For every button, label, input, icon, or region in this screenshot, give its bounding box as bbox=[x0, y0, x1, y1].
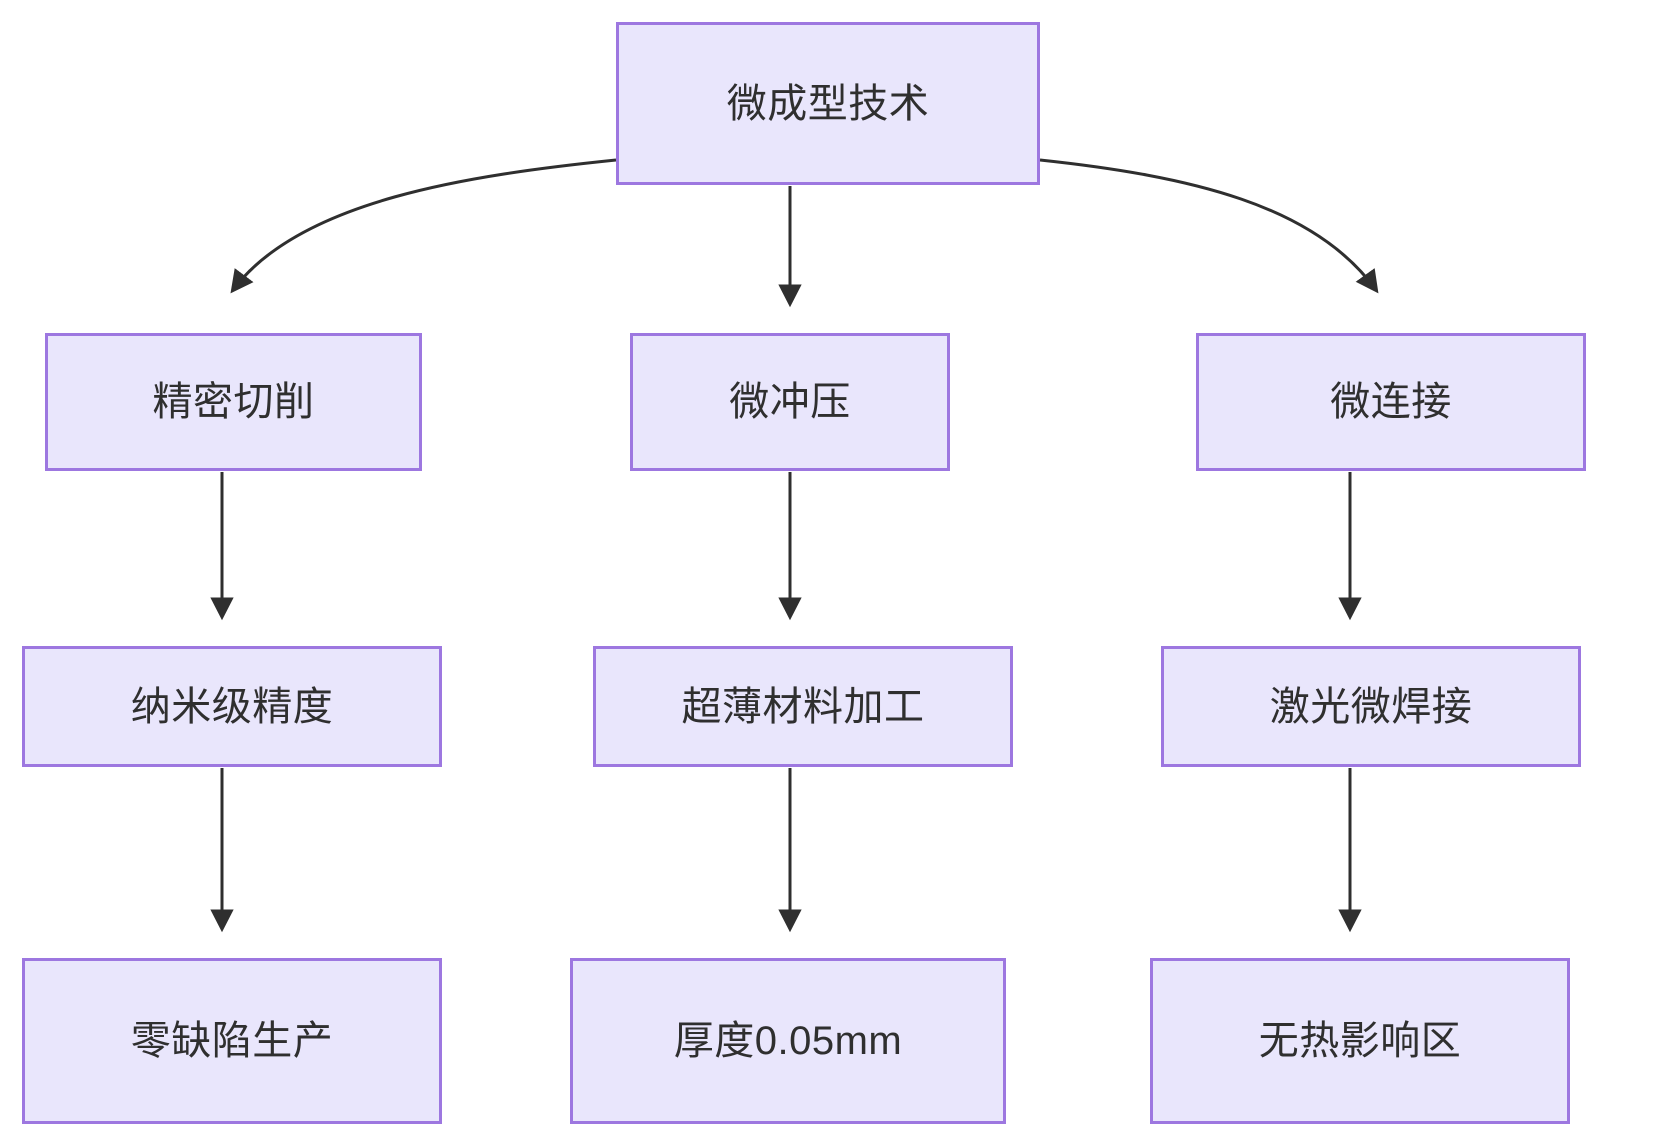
node-micro-forming-technology[interactable]: 微成型技术 bbox=[616, 22, 1040, 185]
node-micro-joining[interactable]: 微连接 bbox=[1196, 333, 1586, 471]
node-precision-cutting[interactable]: 精密切削 bbox=[45, 333, 422, 471]
edge-root-to-micro-joining bbox=[1039, 158, 1379, 294]
node-label: 微冲压 bbox=[729, 380, 851, 424]
edge-root-to-precision-cutting bbox=[230, 158, 617, 294]
node-label: 无热影响区 bbox=[1258, 1019, 1462, 1063]
node-label: 微成型技术 bbox=[726, 81, 930, 126]
node-label: 超薄材料加工 bbox=[681, 684, 925, 729]
node-label: 激光微焊接 bbox=[1269, 684, 1473, 729]
node-label: 精密切削 bbox=[152, 380, 315, 424]
node-label: 纳米级精度 bbox=[130, 684, 334, 729]
node-micro-stamping[interactable]: 微冲压 bbox=[630, 333, 950, 471]
node-zero-defect-production[interactable]: 零缺陷生产 bbox=[22, 958, 442, 1124]
node-no-heat-affected-zone[interactable]: 无热影响区 bbox=[1150, 958, 1570, 1124]
node-thickness-spec[interactable]: 厚度0.05mm bbox=[570, 958, 1006, 1124]
node-label: 零缺陷生产 bbox=[130, 1019, 334, 1063]
node-label: 厚度0.05mm bbox=[673, 1019, 903, 1063]
node-label: 微连接 bbox=[1330, 380, 1452, 424]
node-laser-microwelding[interactable]: 激光微焊接 bbox=[1161, 646, 1581, 767]
node-nanometer-precision[interactable]: 纳米级精度 bbox=[22, 646, 442, 767]
node-ultrathin-material-processing[interactable]: 超薄材料加工 bbox=[593, 646, 1013, 767]
